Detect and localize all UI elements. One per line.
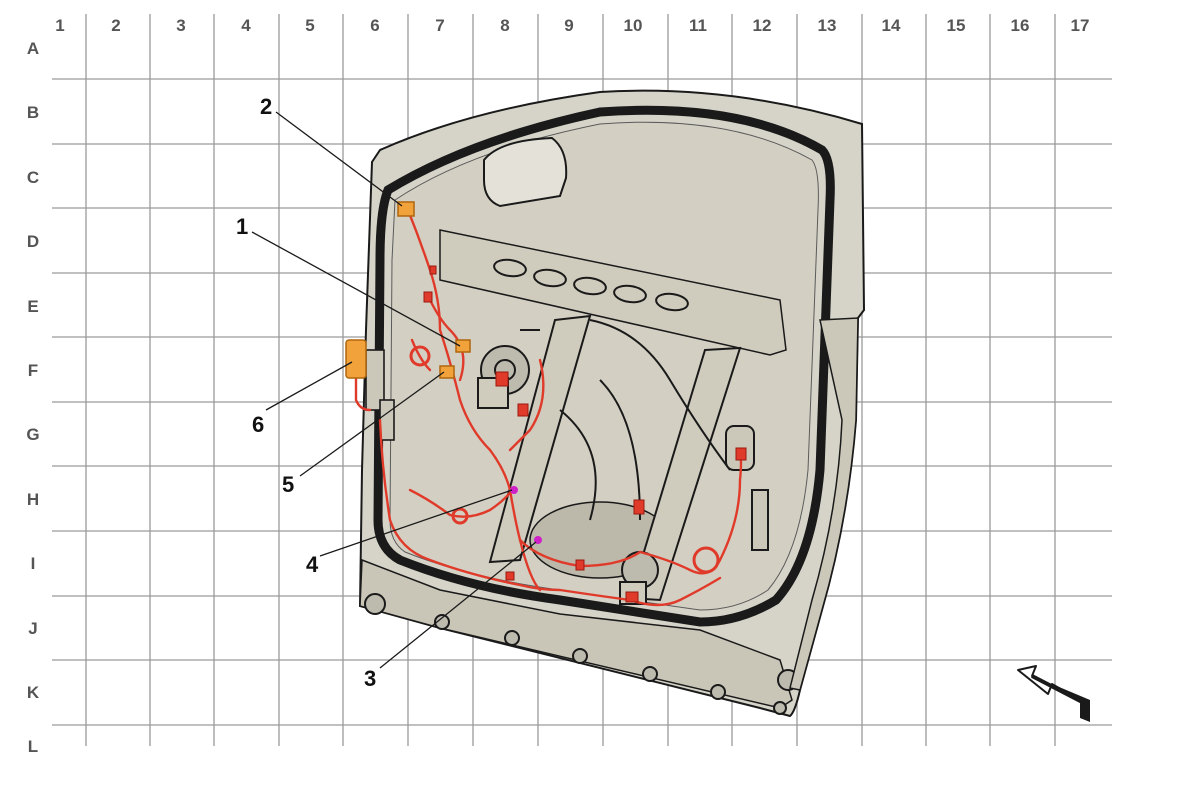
grid-column-label: 4 [241, 16, 251, 35]
component-5-connector [439, 365, 455, 379]
grid-row-label: A [27, 39, 39, 58]
window-seal [373, 105, 835, 627]
grid-column-label: 16 [1011, 16, 1030, 35]
leader-lines [251, 111, 537, 669]
grid-column-label: 5 [305, 16, 314, 35]
grid-column-label: 2 [111, 16, 120, 35]
component-4-splice [510, 486, 518, 494]
grid-column-label: 15 [947, 16, 966, 35]
grid-row-label: F [28, 361, 38, 380]
rail-holes [493, 258, 689, 312]
upper-rail [439, 229, 787, 356]
wiring-harness [354, 208, 743, 607]
callout-6: 6 [252, 412, 264, 437]
grid-row-label: I [31, 554, 36, 573]
grid-column-label: 1 [55, 16, 64, 35]
callout-2: 2 [260, 94, 272, 119]
callout-4: 4 [306, 552, 319, 577]
grid-row-label: G [26, 425, 39, 444]
grid-row-label: D [27, 232, 39, 251]
grid-column-label: 8 [500, 16, 509, 35]
grid-column-label: 9 [564, 16, 573, 35]
rear-flange [789, 317, 859, 691]
callout-3: 3 [364, 666, 376, 691]
callout-5: 5 [282, 472, 294, 497]
grid-column-label: 7 [435, 16, 444, 35]
grid-column-label: 12 [753, 16, 772, 35]
arrow-up-left-icon [1017, 665, 1090, 722]
grid-column-label: 6 [370, 16, 379, 35]
grid-column-label: 10 [624, 16, 643, 35]
door-panel [358, 89, 866, 718]
callout-1: 1 [236, 214, 248, 239]
grid-row-label: H [27, 490, 39, 509]
component-6-module [345, 339, 367, 379]
grid-row-label: C [27, 168, 39, 187]
grid-row-label: L [28, 737, 38, 756]
regulator-cables [559, 319, 731, 521]
callout-labels: 1 2 3 4 5 6 [236, 94, 376, 691]
harness-connectors [409, 265, 747, 603]
grid-column-label: 17 [1071, 16, 1090, 35]
grid-row-labels: A B C D E F G H I J K L [26, 39, 39, 756]
grid-row-label: J [28, 619, 37, 638]
window-regulator [488, 314, 742, 602]
grid-row-label: E [27, 297, 38, 316]
splice-markers [510, 486, 542, 544]
grid-column-label: 13 [818, 16, 837, 35]
grid-column-label: 14 [882, 16, 901, 35]
grid-column-label: 3 [176, 16, 185, 35]
grid-column-label: 11 [689, 16, 707, 35]
component-1-connector [455, 339, 471, 353]
grid-row-label: B [27, 103, 39, 122]
mirror-mount [483, 136, 568, 208]
grid-row-label: K [27, 683, 40, 702]
